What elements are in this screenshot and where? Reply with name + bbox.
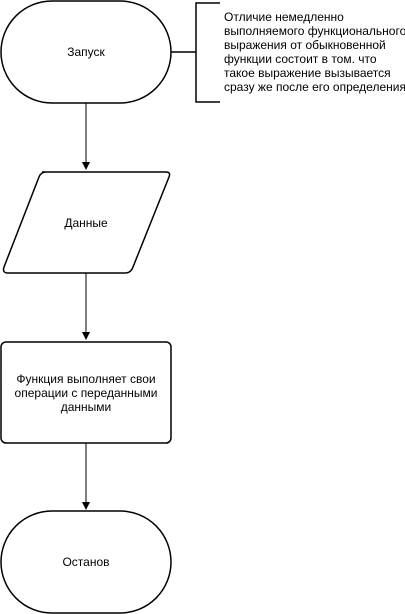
data-label: Данные [64, 215, 108, 230]
end-terminator-shape[interactable] [0, 510, 172, 614]
annotation-bracket[interactable] [195, 2, 220, 103]
annotation-comment-text: Отличие немедленно выполняемого функцион… [224, 10, 405, 94]
start-label: Запуск [67, 45, 105, 59]
end-label: Останов [62, 555, 110, 569]
data-parallelogram-shape[interactable] [2, 171, 171, 274]
process-label: Функция выполняет свои операции с переда… [14, 371, 158, 414]
